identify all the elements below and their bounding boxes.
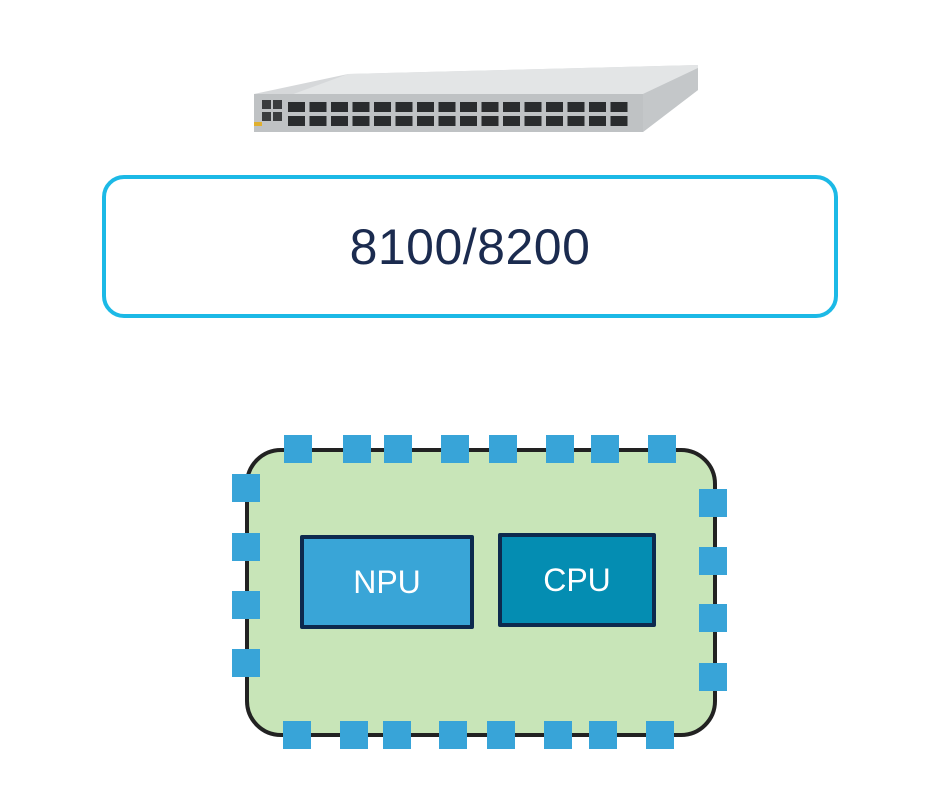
router-port: [374, 102, 391, 112]
port-square: [384, 435, 412, 463]
npu-label: NPU: [353, 563, 421, 600]
router-port: [503, 102, 520, 112]
router-port: [610, 102, 628, 112]
port-square: [283, 721, 311, 749]
port-square: [699, 604, 727, 632]
router-port: [460, 116, 477, 126]
router-port: [524, 116, 542, 126]
router-port: [309, 102, 327, 112]
router-port: [331, 116, 348, 126]
cpu-label: CPU: [543, 561, 611, 598]
port-square: [232, 533, 260, 561]
port-square: [284, 435, 312, 463]
port-square: [648, 435, 676, 463]
router-port: [481, 102, 499, 112]
router-port: [417, 102, 434, 112]
router-port: [395, 116, 413, 126]
router-port: [438, 116, 456, 126]
router-port: [438, 102, 456, 112]
port-square: [439, 721, 467, 749]
cpu-block: CPU: [498, 533, 656, 627]
port-square: [232, 591, 260, 619]
router-port: [288, 116, 305, 126]
router-port: [589, 116, 606, 126]
router-port: [309, 116, 327, 126]
port-square: [589, 721, 617, 749]
port-square: [699, 489, 727, 517]
router-port: [331, 102, 348, 112]
model-label-box: 8100/8200: [102, 175, 838, 318]
router-port: [288, 102, 305, 112]
router-port: [503, 116, 520, 126]
router-port: [460, 102, 477, 112]
router-mgmt-port: [262, 112, 271, 121]
router-port: [481, 116, 499, 126]
router-port: [417, 116, 434, 126]
router-port: [374, 116, 391, 126]
router-port: [524, 102, 542, 112]
router-port: [567, 116, 585, 126]
port-square: [699, 547, 727, 575]
model-label: 8100/8200: [349, 218, 591, 275]
port-square: [646, 721, 674, 749]
router-mgmt-port: [262, 100, 271, 109]
router-port: [352, 116, 370, 126]
router-mgmt-port: [273, 112, 282, 121]
port-square: [232, 474, 260, 502]
port-square: [487, 721, 515, 749]
router-port: [567, 102, 585, 112]
router-port: [610, 116, 628, 126]
npu-block: NPU: [300, 535, 474, 629]
port-square: [699, 663, 727, 691]
port-square: [546, 435, 574, 463]
port-square: [591, 435, 619, 463]
port-square: [232, 649, 260, 677]
port-square: [383, 721, 411, 749]
port-square: [340, 721, 368, 749]
router-mgmt-port: [273, 100, 282, 109]
port-square: [489, 435, 517, 463]
port-square: [441, 435, 469, 463]
router-port: [546, 102, 563, 112]
router-image: [254, 65, 698, 132]
port-square: [343, 435, 371, 463]
port-square: [544, 721, 572, 749]
router-port: [395, 102, 413, 112]
router-port: [589, 102, 606, 112]
router-port: [352, 102, 370, 112]
router-port: [546, 116, 563, 126]
